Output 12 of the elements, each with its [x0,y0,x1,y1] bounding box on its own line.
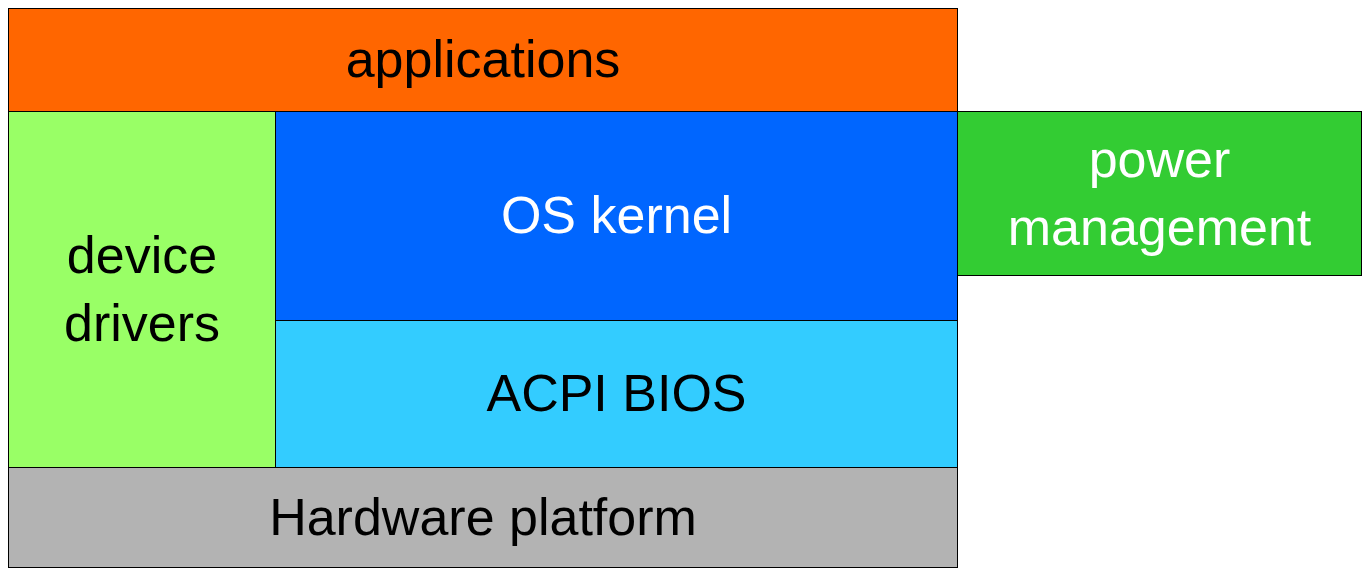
layer-box [275,111,958,321]
layer-box [275,320,958,468]
layer-label: applications [345,29,621,91]
layer-label: OS kernel [500,185,733,247]
layer-box [8,111,276,468]
layer-box [957,111,1362,276]
layer-box [8,467,958,568]
layer-box [8,8,958,112]
layer-label: ACPI BIOS [486,363,747,425]
layer-label: power management [1006,128,1313,258]
layer-label: device drivers [63,224,221,354]
layer-label: Hardware platform [269,486,697,548]
